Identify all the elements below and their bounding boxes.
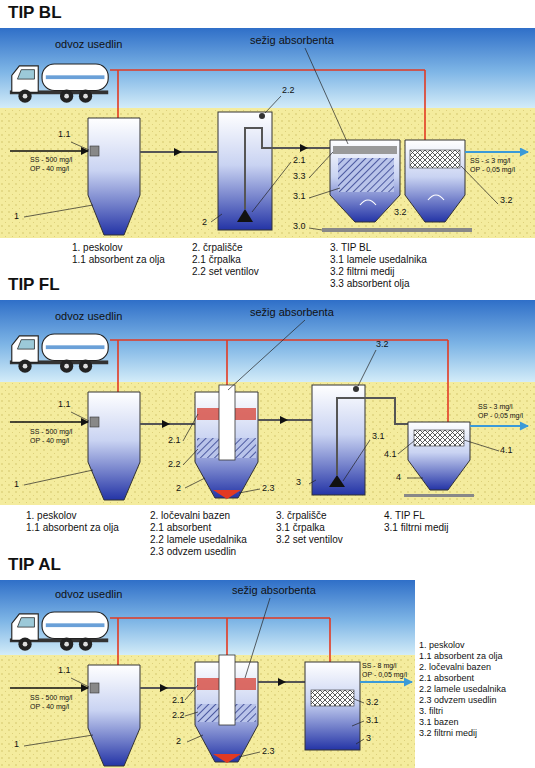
- parts-list-item: 2.2 set ventilov: [192, 266, 259, 277]
- parts-list-item: 3.3 absorbent olja: [330, 278, 410, 289]
- scheme-title: TIP FL: [8, 275, 60, 295]
- parts-list-item: 3. črpališče: [276, 510, 327, 521]
- callout-number: 3.3: [293, 172, 306, 182]
- callout-number: 2.2: [168, 460, 181, 470]
- callout-number: 2.2: [172, 711, 185, 721]
- callout-number: 3.1: [293, 192, 306, 202]
- callout-number: 4.1: [500, 446, 513, 456]
- annotation: SS - 500 mg/l: [30, 156, 72, 164]
- scheme-title: TIP AL: [8, 555, 61, 575]
- parts-list-item: 1.1 absorbent za olja: [72, 254, 165, 265]
- parts-list-item: 1.1 absorbent za olja: [419, 652, 503, 662]
- callout-number: 2.1: [293, 156, 306, 166]
- callout-number: 2: [202, 218, 207, 228]
- parts-list-item: 2.2 lamele usedalnika: [419, 685, 506, 695]
- scheme-panel: TIP FL: [0, 300, 535, 505]
- callout-number: 1: [14, 740, 19, 750]
- callout-number: 3.2: [366, 698, 379, 708]
- annotation: OP - 0,05 mg/l: [362, 671, 407, 679]
- callout-number: 1.1: [58, 400, 71, 410]
- parts-list-item: 3.1 lamele usedalnika: [330, 254, 427, 265]
- annotation: OP - 0,05 mg/l: [478, 412, 523, 420]
- callout-number: 3: [296, 478, 301, 488]
- scheme-title: TIP BL: [8, 3, 62, 23]
- callout-number: 2.3: [262, 484, 275, 494]
- callout-number: 3.2: [376, 340, 389, 350]
- parts-list-item: 3.1 črpalka: [276, 522, 325, 533]
- parts-list-item: 2. ločevalni bazen: [419, 663, 491, 673]
- annotation: SS - 3 mg/l: [478, 403, 513, 411]
- parts-list-item: 2.1 absorbent: [150, 522, 211, 533]
- parts-list-item: 2. ločevalni bazen: [150, 510, 230, 521]
- callout-number: 3: [366, 734, 371, 744]
- parts-list-item: 3.2 set ventilov: [276, 534, 343, 545]
- callout-number: 1.1: [58, 666, 71, 676]
- annotation: SS - ≤ 3 mg/l: [470, 157, 510, 165]
- parts-list-item: 3.1 bazen: [419, 718, 459, 728]
- callout-number: 1: [14, 212, 19, 222]
- parts-list-item: 4. TIP FL: [384, 510, 425, 521]
- annotation: OP - 40 mg/l: [30, 437, 69, 445]
- parts-list-item: 1. peskolov: [72, 242, 123, 253]
- callout-number: 3.2: [394, 208, 407, 218]
- annotation: odvoz usedlin: [55, 38, 122, 50]
- parts-list-item: 1. peskolov: [26, 510, 77, 521]
- callout-number: 2.2: [282, 86, 295, 96]
- callout-number: 2: [176, 737, 181, 747]
- parts-list-item: 1. peskolov: [419, 641, 465, 651]
- annotation: sežig absorbenta: [232, 584, 316, 596]
- annotation: SS - 8 mg/l: [362, 662, 397, 670]
- parts-list-item: 2.3 odvzem usedlin: [419, 696, 497, 706]
- parts-list-item: 3. filtri: [419, 707, 443, 717]
- parts-list-item: 2.1 črpalka: [192, 254, 241, 265]
- parts-list-item: 3.2 filtrni medij: [330, 266, 394, 277]
- annotation: sežig absorbenta: [250, 306, 334, 318]
- callout-number: 3.1: [366, 716, 379, 726]
- parts-list-item: 2. črpališče: [192, 242, 243, 253]
- callout-number: 1: [14, 480, 19, 490]
- annotation: SS - 500 mg/l: [30, 694, 72, 702]
- callout-number: 2.3: [262, 747, 275, 757]
- annotation: SS - 500 mg/l: [30, 428, 72, 436]
- callout-number: 3.2: [500, 196, 513, 206]
- annotation: OP - 0,05 mg/l: [470, 166, 515, 174]
- callout-number: 2.1: [172, 696, 185, 706]
- callout-number: 2.1: [168, 436, 181, 446]
- callout-number: 3.0: [293, 222, 306, 232]
- annotation: sežig absorbenta: [250, 34, 334, 46]
- callout-number: 3.1: [372, 432, 385, 442]
- parts-list-item: 2.3 odvzem usedlin: [150, 546, 236, 557]
- callout-number: 4: [396, 473, 401, 483]
- annotation: odvoz usedlin: [55, 310, 122, 322]
- parts-list-item: 1.1 absorbent za olja: [26, 522, 119, 533]
- parts-list-item: 3. TIP BL: [330, 242, 371, 253]
- parts-list-item: 2.2 lamele usedalnika: [150, 534, 247, 545]
- parts-list-item: 3.1 filtrni medij: [384, 522, 448, 533]
- scheme-panel: TIP BL: [0, 28, 535, 238]
- callout-number: 1.1: [58, 130, 71, 140]
- callout-number: 2: [176, 484, 181, 494]
- annotation: odvoz usedlin: [55, 588, 122, 600]
- callout-number: 4.1: [384, 450, 397, 460]
- parts-list-item: 2.1 absorbent: [419, 674, 474, 684]
- annotation: OP - 40 mg/l: [30, 703, 69, 711]
- annotation: OP - 40 mg/l: [30, 165, 69, 173]
- parts-list-item: 3.2 filtrni medij: [419, 729, 477, 739]
